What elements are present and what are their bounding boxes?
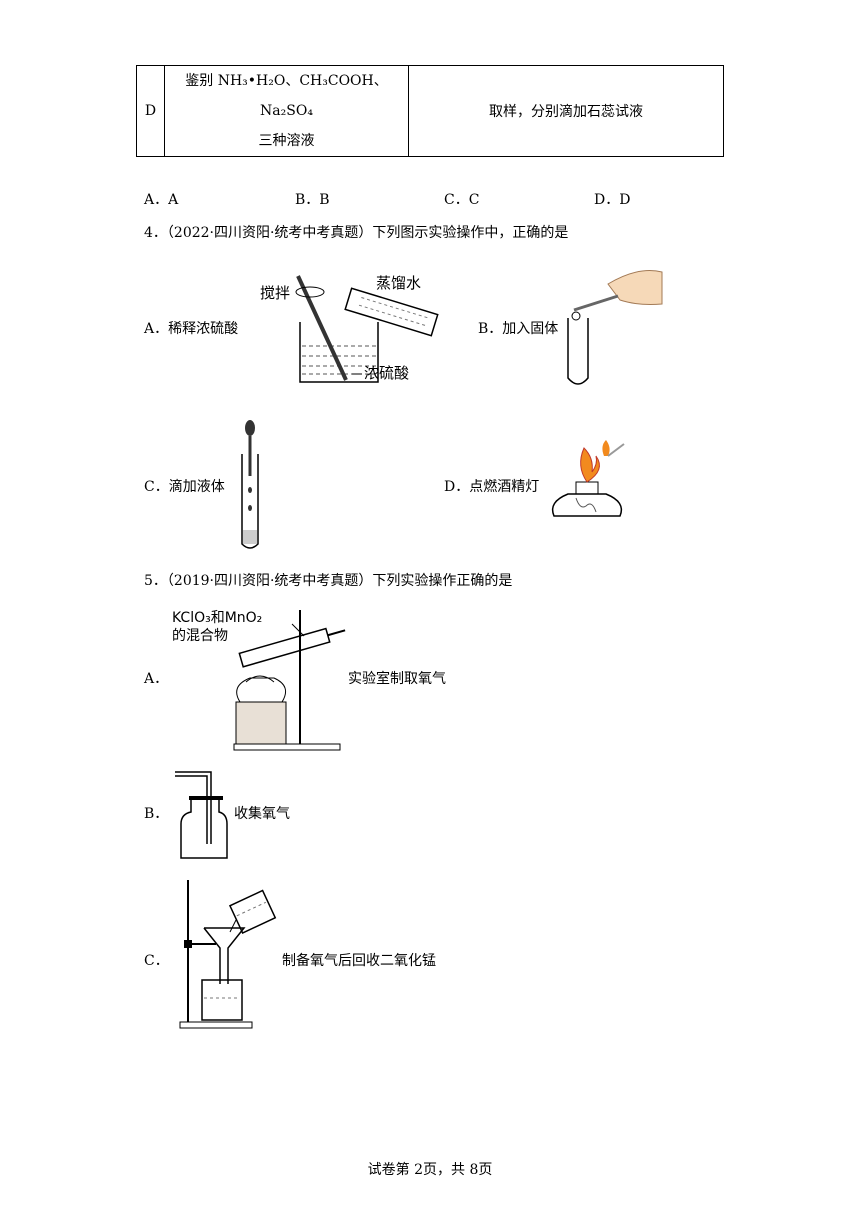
dropper-figure <box>241 420 259 549</box>
q3-option-d: D．D <box>594 192 631 208</box>
stir-label: 搅拌 <box>260 284 290 302</box>
q5-option-b-letter: B． <box>144 806 169 822</box>
task-cell: 鉴别 NH₃•H₂O、CH₃COOH、Na₂SO₄ 三种溶液 <box>164 65 409 157</box>
method-cell: 取样，分别滴加石蕊试液 <box>408 65 724 157</box>
add-solid-figure <box>567 270 663 385</box>
q4-option-b: B．加入固体 <box>478 321 559 337</box>
answer-table: D 鉴别 NH₃•H₂O、CH₃COOH、Na₂SO₄ 三种溶液 取样，分别滴加… <box>136 65 724 157</box>
mixture-label-2: 的混合物 <box>172 628 228 644</box>
acid-label: 浓硫酸 <box>364 364 409 382</box>
q4-option-c: C．滴加液体 <box>144 479 225 495</box>
q5-option-c-letter: C． <box>144 953 169 969</box>
dilution-figure: 搅拌 蒸馏水 浓硫酸 <box>260 274 439 383</box>
q5-option-b-text: 收集氧气 <box>234 806 290 822</box>
q5-option-c-text: 制备氧气后回收二氧化锰 <box>282 953 436 969</box>
q4-option-a: A．稀释浓硫酸 <box>144 321 239 337</box>
q5-stem: 5．（2019·四川资阳·统考中考真题）下列实验操作正确的是 <box>144 573 513 589</box>
oxygen-apparatus-figure: KClO₃和MnO₂ 的混合物 <box>172 610 346 751</box>
task-line2: 三种溶液 <box>258 133 315 149</box>
q4-option-d: D．点燃酒精灯 <box>444 479 540 495</box>
row-label: D <box>136 65 165 157</box>
mixture-label-1: KClO₃和MnO₂ <box>172 610 262 626</box>
q3-option-a: A．A <box>144 192 179 208</box>
page-footer: 试卷第 2页，共 8页 <box>367 1162 493 1178</box>
table-row: D 鉴别 NH₃•H₂O、CH₃COOH、Na₂SO₄ 三种溶液 取样，分别滴加… <box>136 65 724 157</box>
task-line1: 鉴别 NH₃•H₂O、CH₃COOH、Na₂SO₄ <box>185 73 388 119</box>
q4-stem: 4．（2022·四川资阳·统考中考真题）下列图示实验操作中，正确的是 <box>144 225 569 241</box>
q5-option-a-letter: A． <box>144 671 169 687</box>
q3-option-b: B．B <box>295 192 330 208</box>
alcohol-lamp-figure <box>551 440 625 517</box>
q5-option-a-text: 实验室制取氧气 <box>348 671 446 687</box>
filtration-figure <box>179 880 277 1029</box>
gas-bottle-figure <box>175 771 228 859</box>
water-label: 蒸馏水 <box>376 274 421 292</box>
q3-option-c: C．C <box>444 192 480 208</box>
